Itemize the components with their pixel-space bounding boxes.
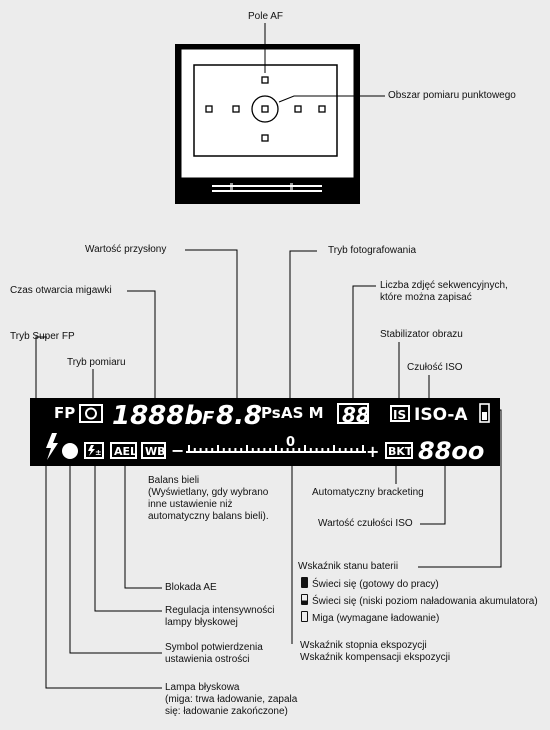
asm-indicator: AS M — [281, 404, 324, 422]
scale-zero: 0 — [286, 435, 295, 450]
iso-value-label: Wartość czułości ISO — [318, 518, 413, 529]
aperture-label: Wartość przysłony — [85, 244, 167, 255]
iso-sensitivity-label: Czułość ISO — [407, 362, 463, 373]
flash-intensity-icon — [88, 445, 95, 456]
lcd-glyphs: FP 1888b F 8.8 Ps AS M 88 IS ISO-A — [46, 401, 490, 465]
white-balance-label: Balans bieli (Wyświetlany, gdy wybrano i… — [148, 475, 269, 522]
auto-bracketing-label: Automatyczny bracketing — [312, 487, 424, 498]
exposure-tick — [280, 448, 283, 453]
exposure-tick — [251, 448, 254, 453]
f-prefix: F — [202, 408, 215, 429]
svg-text:±: ± — [95, 448, 102, 457]
exposure-tick — [327, 448, 330, 453]
focus-confirmation-label: Symbol potwierdzenia ustawienia ostrości — [165, 642, 263, 665]
flash-bolt-icon — [46, 433, 58, 460]
exposure-tick — [321, 448, 324, 453]
battery-empty-icon — [301, 611, 308, 622]
shooting-mode-label: Tryb fotografowania — [328, 245, 417, 256]
exposure-tick — [298, 448, 301, 453]
exposure-ticks — [188, 445, 364, 453]
exposure-tick — [199, 448, 202, 453]
metering-mode-label: Tryb pomiaru — [67, 357, 126, 368]
viewfinder-window — [180, 48, 355, 179]
exposure-tick — [309, 448, 312, 453]
shutter-digits: 1888b — [112, 401, 203, 431]
scale-plus: + — [366, 442, 379, 461]
exposure-tick — [234, 448, 237, 453]
flash-intensity-label: Regulacja intensywności lampy błyskowej — [165, 605, 275, 628]
battery-state-empty: Miga (wymagane ładowanie) — [301, 611, 439, 625]
exposure-tick — [222, 448, 225, 453]
exposure-tick — [315, 448, 318, 453]
exposure-tick — [228, 448, 231, 453]
super-fp-label: Tryb Super FP — [10, 331, 75, 342]
af-field-label: Pole AF — [248, 11, 284, 22]
spot-area-label: Obszar pomiaru punktowego — [388, 90, 516, 101]
scale-minus: − — [171, 441, 184, 460]
exposure-tick — [286, 448, 289, 453]
exposure-tick — [338, 448, 341, 453]
iso-digits: 88oo — [418, 437, 484, 465]
image-stabilizer-label: Stabilizator obrazu — [380, 329, 463, 340]
sequential-count-label: Liczba zdjęć sekwencyjnych, które można … — [380, 280, 508, 303]
exposure-tick — [344, 448, 347, 453]
fp-indicator: FP — [54, 404, 75, 422]
ps-indicator: Ps — [261, 404, 281, 422]
exposure-tick — [246, 445, 248, 453]
exposure-tick — [193, 448, 196, 453]
focus-confirm-icon — [62, 443, 78, 459]
exposure-tick — [217, 445, 219, 453]
exposure-tick — [269, 448, 272, 453]
exposure-tick — [205, 448, 208, 453]
aperture-digits: 8.8 — [216, 401, 262, 431]
exposure-tick — [211, 448, 214, 453]
spot-circle — [251, 95, 279, 123]
seq-digits: 88 — [342, 403, 370, 427]
exposure-tick — [362, 445, 364, 453]
exposure-tick — [188, 445, 190, 453]
metering-mode-icon — [79, 404, 103, 423]
is-indicator: IS — [393, 408, 406, 422]
exposure-tick — [350, 448, 353, 453]
battery-icon — [479, 403, 490, 423]
viewfinder-info-bar — [212, 183, 322, 192]
shutter-speed-label: Czas otwarcia migawki — [10, 285, 112, 296]
battery-full-icon — [301, 577, 308, 588]
exposure-tick — [275, 445, 277, 453]
battery-state-full: Świeci się (gotowy do pracy) — [301, 577, 439, 591]
exposure-indicator-label: Wskaźnik stopnia ekspozycji Wskaźnik kom… — [300, 640, 451, 663]
wb-indicator: WB — [145, 445, 166, 458]
iso-a-indicator: ISO-A — [414, 405, 468, 425]
exposure-tick — [333, 445, 335, 453]
af-points — [205, 76, 326, 142]
exposure-tick — [304, 445, 306, 453]
seq-bracket-icon — [337, 403, 369, 424]
flash-lamp-label: Lampa błyskowa (miga: trwa ładowanie, za… — [165, 682, 298, 717]
battery-low-icon — [301, 594, 308, 605]
ael-indicator: AEL — [114, 445, 137, 458]
bkt-indicator: BKT — [388, 445, 413, 458]
exposure-tick — [356, 448, 359, 453]
exposure-tick — [257, 448, 260, 453]
exposure-tick — [263, 448, 266, 453]
battery-indicator-label: Wskaźnik stanu baterii — [298, 561, 399, 572]
exposure-tick — [292, 448, 295, 453]
ae-lock-label: Blokada AE — [165, 582, 217, 593]
exposure-tick — [240, 448, 243, 453]
battery-state-low: Świeci się (niski poziom naładowania aku… — [301, 594, 538, 608]
lcd-display: FP 1888b F 8.8 Ps AS M 88 IS ISO-A — [30, 398, 500, 466]
